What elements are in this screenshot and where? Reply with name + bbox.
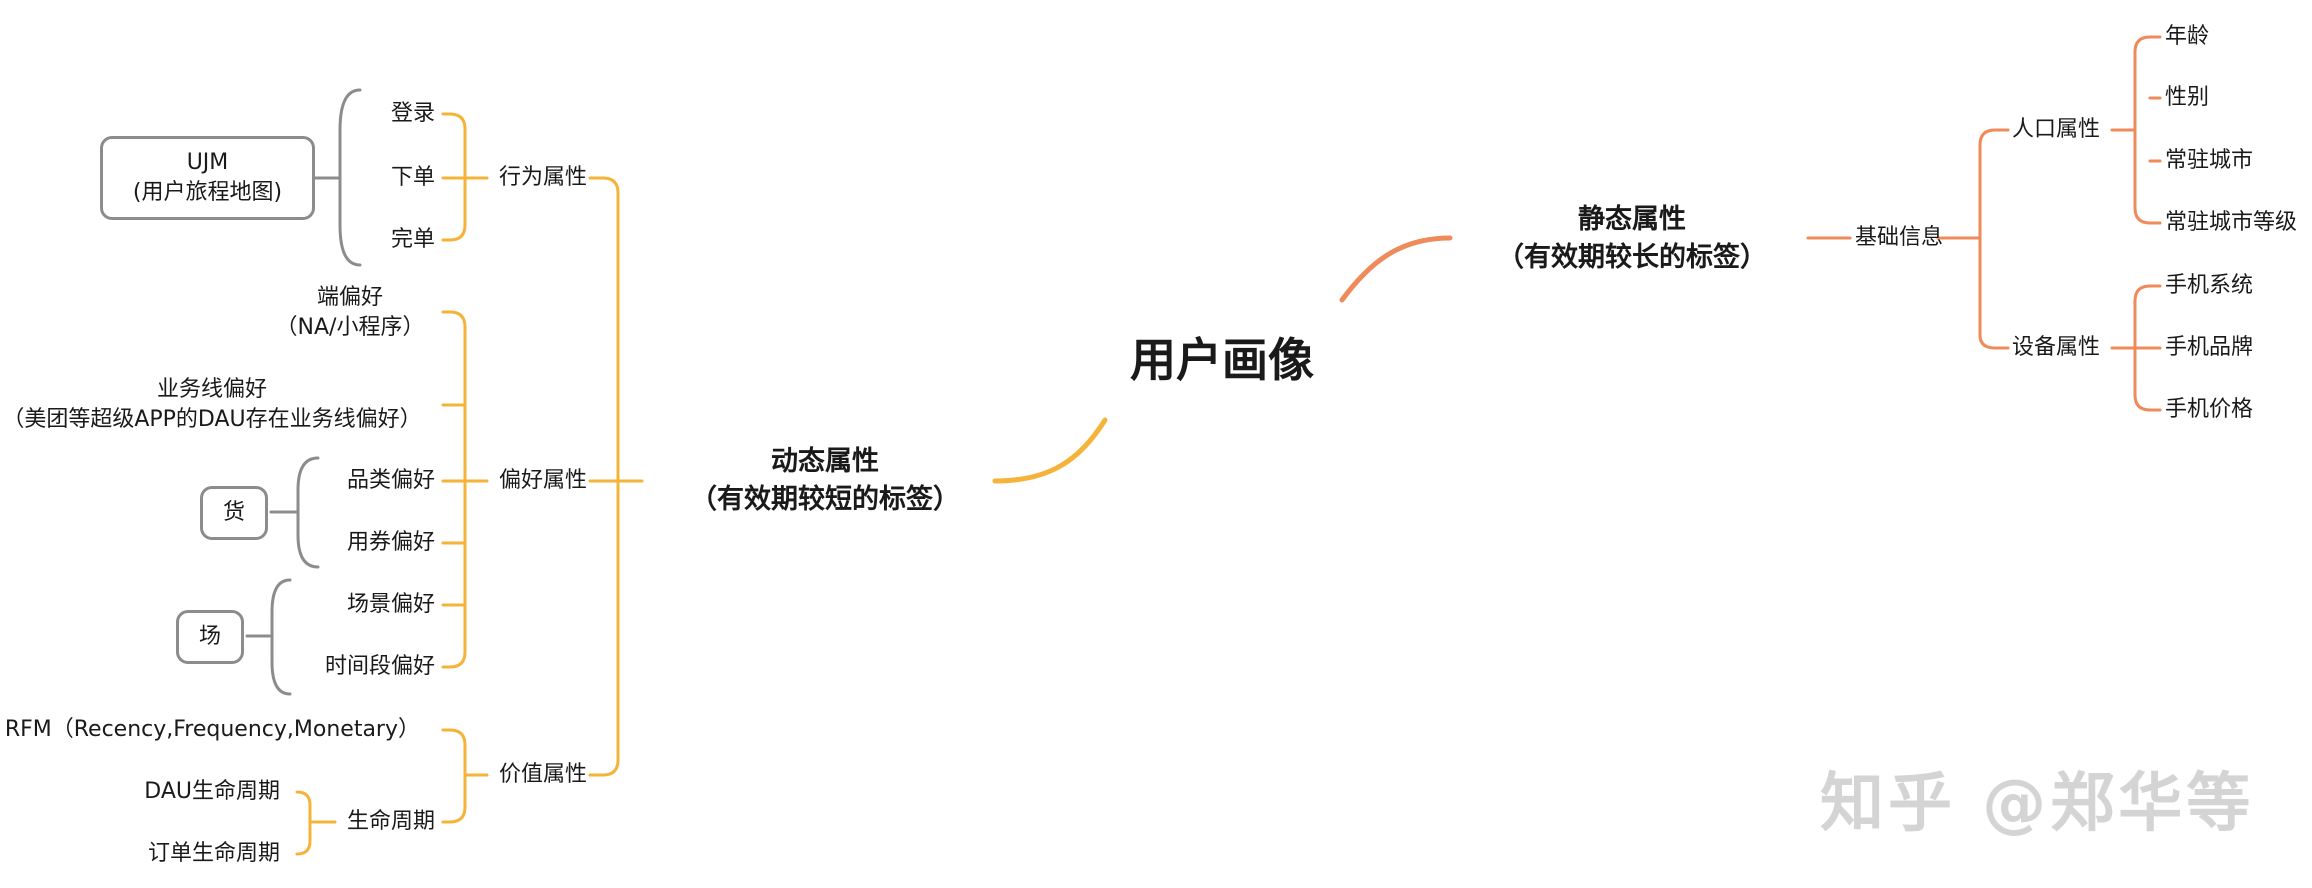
node-city: 常驻城市 <box>2165 148 2254 173</box>
node-coupon-pref: 用券偏好 <box>346 530 435 555</box>
node-population: 人口属性 <box>2012 117 2101 142</box>
node-dau-lifecycle: DAU生命周期 <box>144 779 280 804</box>
dynamic-subtitle: （有效期较短的标签） <box>690 484 960 515</box>
static-subtitle: （有效期较长的标签） <box>1497 242 1767 273</box>
gray-brackets <box>245 88 362 696</box>
center-node: 用户画像 <box>1130 333 1314 387</box>
node-biz-pref-sub: （美团等超级APP的DAU存在业务线偏好） <box>2 407 422 432</box>
ujm-box: UJM (用户旅程地图) <box>100 136 315 220</box>
node-preference: 偏好属性 <box>498 468 587 493</box>
node-behavior: 行为属性 <box>498 165 587 190</box>
node-city-level: 常驻城市等级 <box>2165 210 2298 235</box>
goods-box: 货 <box>200 486 268 540</box>
node-gender: 性别 <box>2165 85 2210 110</box>
ujm-subtitle: (用户旅程地图) <box>132 180 283 205</box>
node-login: 登录 <box>390 101 435 126</box>
node-end-pref: 端偏好 <box>316 285 384 310</box>
ujm-title: UJM <box>186 150 229 175</box>
node-age: 年龄 <box>2165 24 2210 49</box>
node-complete: 完单 <box>390 227 435 252</box>
node-order: 下单 <box>390 165 435 190</box>
dynamic-branches <box>295 112 644 856</box>
node-value: 价值属性 <box>498 762 587 787</box>
node-phone-brand: 手机品牌 <box>2165 335 2254 360</box>
static-branches <box>1806 35 2162 412</box>
node-order-lifecycle: 订单生命周期 <box>147 841 280 866</box>
node-scene-pref: 场景偏好 <box>346 592 435 617</box>
node-category-pref: 品类偏好 <box>346 468 435 493</box>
place-box: 场 <box>176 610 244 664</box>
node-end-pref-sub: （NA/小程序） <box>275 315 425 340</box>
node-lifecycle: 生命周期 <box>346 809 435 834</box>
dynamic-title: 动态属性 <box>771 446 879 477</box>
node-rfm: RFM（Recency,Frequency,Monetary） <box>4 717 420 742</box>
node-device: 设备属性 <box>2012 335 2101 360</box>
node-time-pref: 时间段偏好 <box>324 654 435 679</box>
static-title: 静态属性 <box>1578 204 1686 235</box>
curve-static <box>1339 235 1453 303</box>
node-biz-pref: 业务线偏好 <box>156 377 268 402</box>
node-basic-info: 基础信息 <box>1855 225 1944 250</box>
node-phone-price: 手机价格 <box>2165 397 2254 422</box>
watermark: 知乎 @郑华等 <box>1820 767 2255 841</box>
curve-dynamic <box>992 417 1108 484</box>
node-phone-os: 手机系统 <box>2165 273 2254 298</box>
